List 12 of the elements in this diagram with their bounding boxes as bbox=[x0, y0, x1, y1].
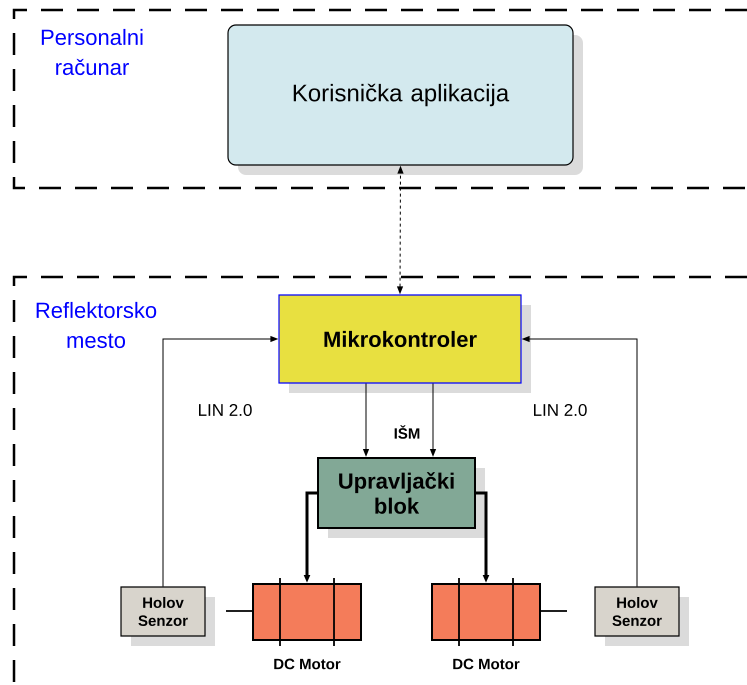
edge-label: LIN 2.0 bbox=[532, 402, 588, 418]
group-title: Personalni računar bbox=[42, 28, 142, 76]
edge-label: LIN 2.0 bbox=[196, 402, 254, 418]
signal-label: IŠM bbox=[394, 425, 420, 439]
sensor-box: Holov Senzor bbox=[594, 586, 689, 646]
control-block-box: Upravljački blok bbox=[317, 457, 485, 538]
group-title: Reflektorsko mesto bbox=[36, 302, 156, 348]
sensor-box: Holov Senzor bbox=[120, 586, 215, 646]
application-box: Korisnička aplikacija bbox=[227, 24, 583, 175]
microcontroller-box: Mikrokontroler bbox=[278, 294, 531, 393]
motor-caption: DC Motor bbox=[274, 658, 340, 670]
motor-caption: DC Motor bbox=[453, 658, 520, 670]
